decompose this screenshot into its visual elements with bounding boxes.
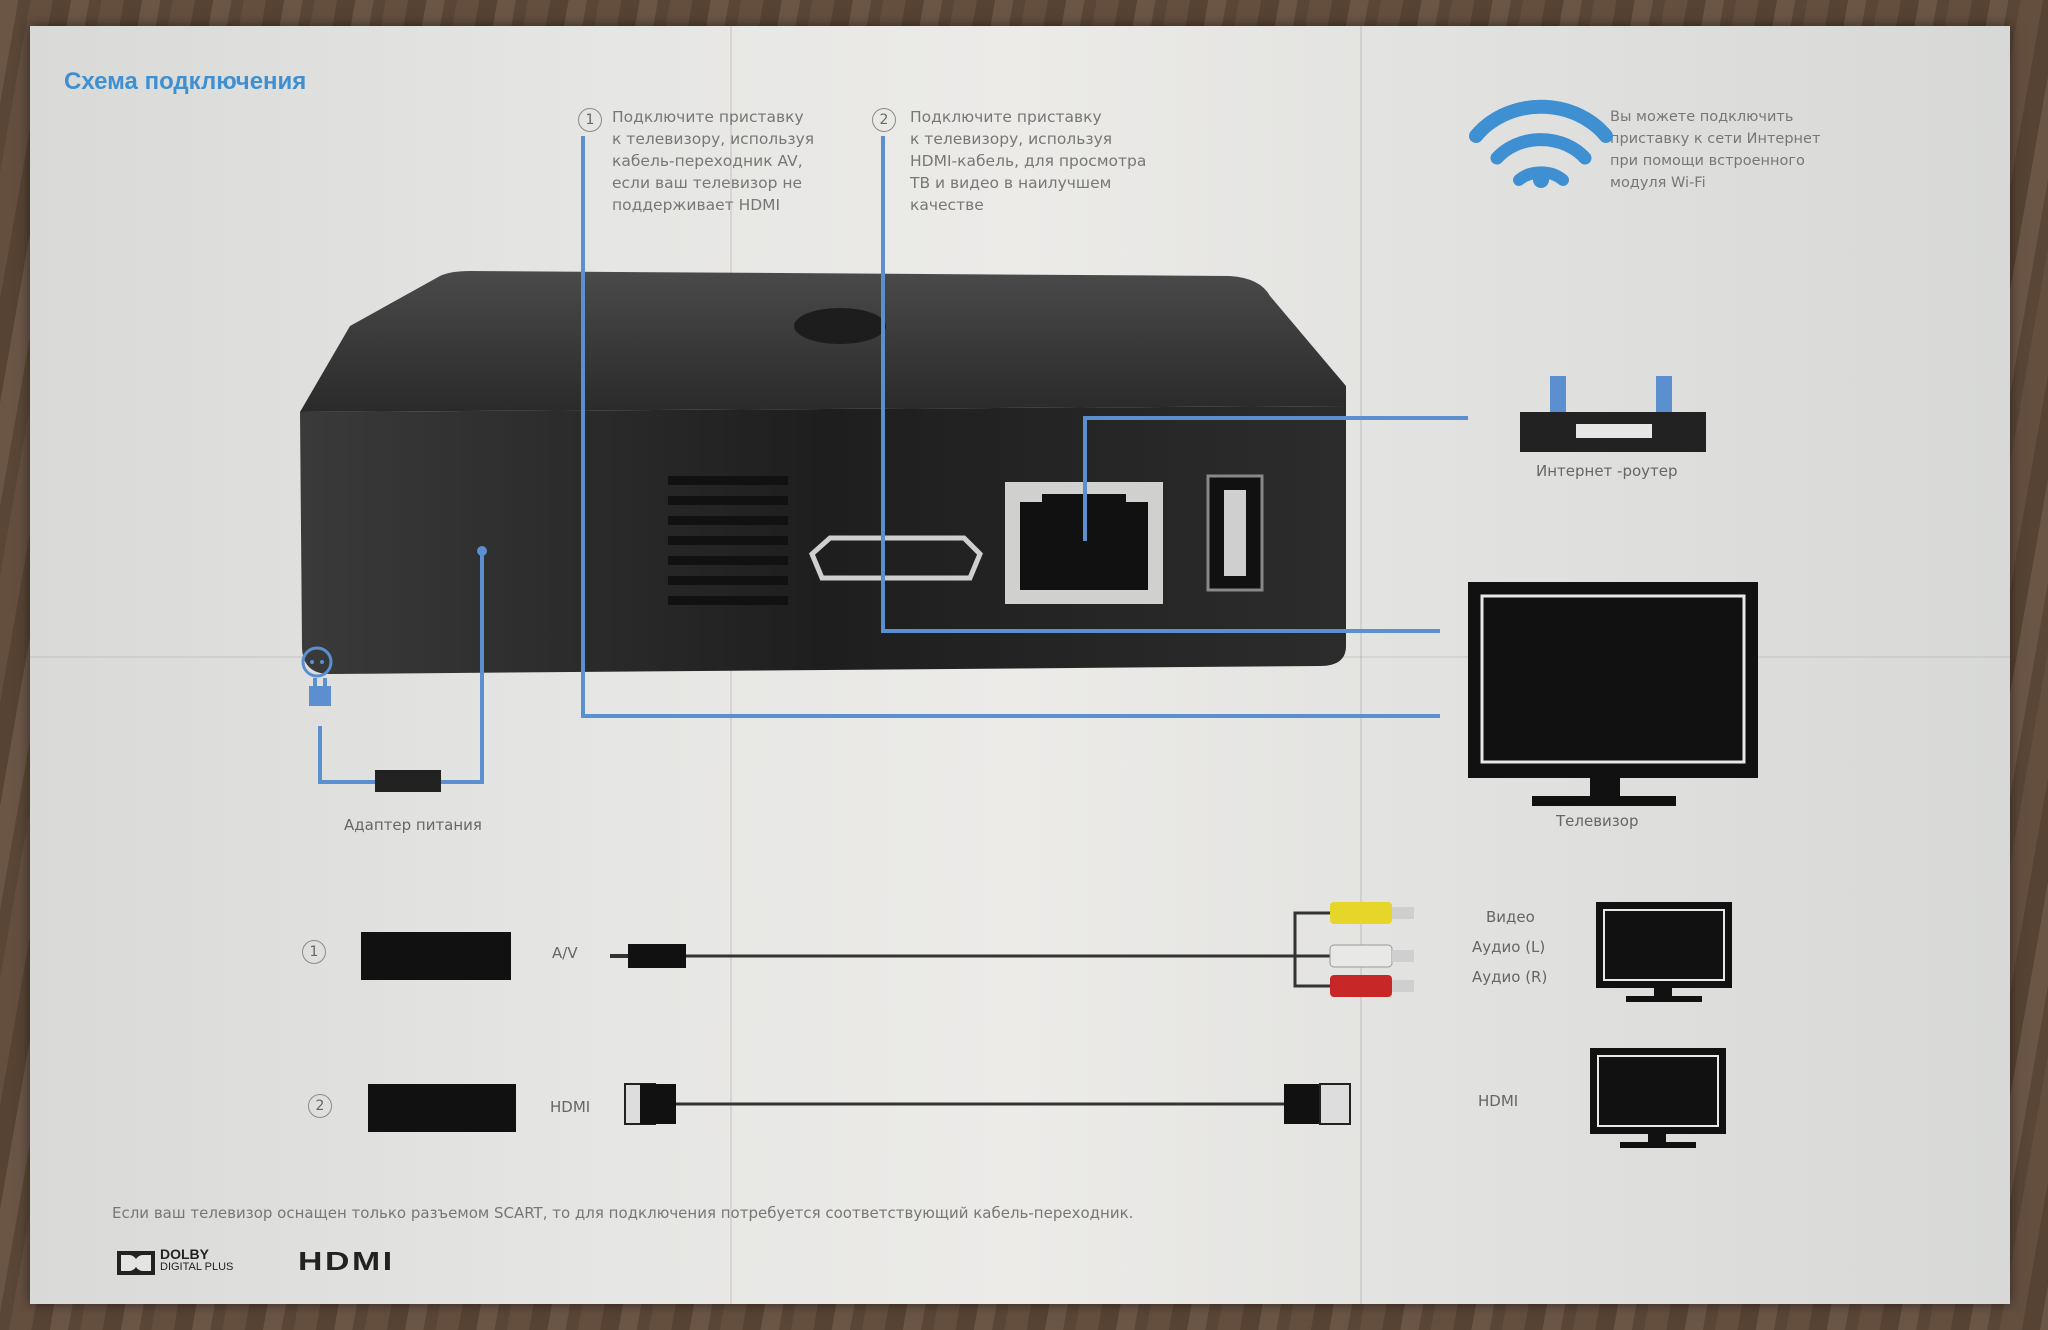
small-tv-2-icon [1590,1048,1726,1148]
step-2-text: Подключите приставку к телевизору, испол… [910,108,1147,214]
row-2-type: HDMI [550,1098,591,1116]
output-hdmi: HDMI [1478,1092,1519,1110]
hdmi-cable [368,1083,1351,1132]
output-video: Видео [1486,908,1535,926]
av-cable [361,902,1414,997]
dolby-line-1: DOLBY [160,1246,209,1262]
step-2-number: 2 [872,108,896,132]
wifi-icon [1469,99,1613,188]
dolby-line-2: DIGITAL PLUS [160,1261,234,1273]
instruction-sheet: Схема подключения 1 Подключите приставку… [30,26,2010,1304]
output-audio-l: Аудио (L) [1472,938,1546,956]
small-tv-1-icon [1596,902,1732,1002]
tv-label: Телевизор [1556,812,1639,830]
dolby-text: DOLBY DIGITAL PLUS [160,1246,234,1274]
diagram-graphics [300,99,1758,1148]
row-2-number: 2 [308,1094,332,1118]
fold-line [1360,26,1362,1304]
output-audio-r: Аудио (R) [1472,968,1548,986]
dolby-logo-icon [116,1250,156,1276]
set-top-box [300,271,1346,674]
step-1-number: 1 [578,108,602,132]
footnote: Если ваш телевизор оснащен только разъем… [112,1204,1134,1222]
page-title: Схема подключения [64,68,307,95]
wifi-text: Вы можете подключить приставку к сети Ин… [1610,109,1821,191]
hdmi-logo: HDMI [298,1246,395,1276]
router-icon [1520,376,1706,452]
tv-icon [1468,582,1758,806]
router-label: Интернет -роутер [1536,462,1678,480]
row-1-type: A/V [552,944,578,962]
step-1-text: Подключите приставку к телевизору, испол… [612,108,815,214]
adapter-label: Адаптер питания [344,816,482,834]
power-plug-icon [301,646,441,792]
row-1-number: 1 [302,940,326,964]
